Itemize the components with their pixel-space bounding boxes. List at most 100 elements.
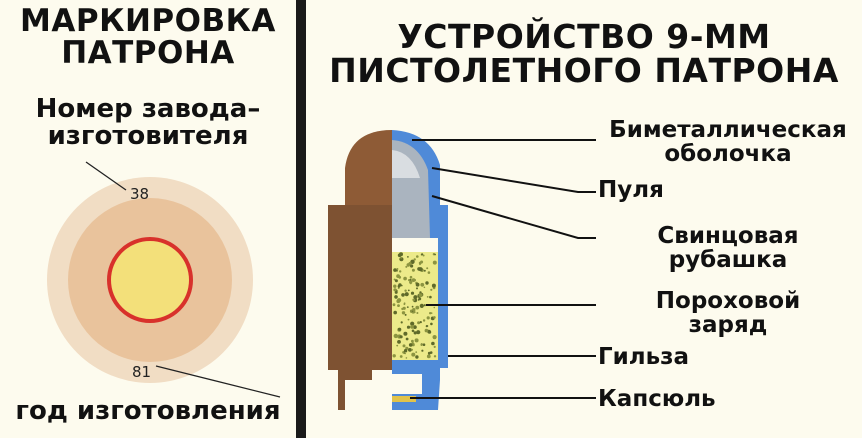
powder-grain [422,343,426,347]
powder-grain [410,291,415,295]
part-label-line: Свинцовая [657,223,799,249]
maker-number-label: Номер завода– изготовителя [0,94,296,152]
panel-divider [296,0,306,438]
powder-grain [402,351,405,354]
maker-label-line: изготовителя [47,121,249,152]
powder-grain [426,354,431,359]
powder-grain [397,253,402,258]
powder-grain [396,268,399,270]
cartridge-cross-section [328,130,448,410]
powder-grain [403,276,407,281]
powder-grain [419,291,422,294]
powder-grain [415,351,418,353]
primer-center [107,237,193,323]
structure-title: УСТРОЙСТВО 9-ММ ПИСТОЛЕТНОГО ПАТРОНА [306,20,862,87]
powder-grain [418,297,422,301]
year-leader-line [155,365,281,398]
powder-grain [419,303,424,308]
case-exterior [328,205,392,410]
powder-grain [396,269,398,272]
powder-grain [409,280,413,284]
powder-grain [410,325,414,329]
powder-grain [408,343,413,347]
powder-grain [413,325,417,329]
powder-grain [393,310,398,315]
primer-pocket [392,374,422,394]
powder-grain [405,337,409,341]
marking-title: МАРКИРОВКА ПАТРОНА [0,3,296,69]
part-label-line: рубашка [668,247,788,274]
powder-grain [419,321,422,324]
powder-grain [412,308,416,312]
powder-grain [429,312,432,315]
powder-grain [430,288,433,291]
powder-grain [397,304,400,307]
powder-grain [424,328,429,333]
powder-grain [425,281,429,285]
powder-grain [399,335,403,339]
powder-grain [403,303,406,306]
powder-grain [411,329,415,333]
powder-grain [397,340,401,344]
powder-grain [392,303,396,307]
powder-grain [396,344,399,347]
year-number: 81 [132,363,151,381]
part-label-powder: Пороховой заряд [600,289,856,337]
part-label-line: Гильза [598,344,690,370]
powder-grain [417,321,421,325]
powder-grain [394,279,398,283]
powder-grain [405,357,408,359]
powder-grain [416,287,418,290]
powder-grain [400,321,403,324]
powder-grain [413,258,416,261]
powder-grain [426,267,429,270]
powder-grain [407,318,410,321]
maker-label-line: Номер завода– [35,94,261,124]
powder-grain [414,338,419,343]
powder-grain [402,306,406,310]
powder-grain [421,253,424,256]
year-label: год изготовления [15,396,281,426]
powder-grain [423,269,426,272]
powder-grain [415,282,420,287]
powder-grain [430,322,433,326]
powder-grain [407,256,409,258]
powder-grain [392,354,396,358]
powder-grain [415,305,420,310]
powder-grain [416,312,419,314]
powder-grain [411,348,413,351]
powder-grain [416,255,419,258]
lead-leader [431,195,596,239]
powder-grain [404,289,407,292]
part-label-line: Капсюль [598,386,716,412]
powder-grain [427,271,431,274]
powder-grain [432,260,437,265]
powder-grains [392,252,437,359]
powder-grain [421,349,424,352]
powder-grain [403,349,408,353]
powder-grain [434,253,436,256]
part-label-bullet: Пуля [598,178,664,202]
powder-grain [413,331,417,335]
powder-grain [400,257,402,259]
powder-grain [407,289,410,292]
powder-grain [404,292,409,297]
powder-grain [404,313,407,316]
bullet-exterior [345,130,392,205]
powder-grain [433,345,436,348]
powder-grain [408,348,412,352]
powder-grain [418,293,423,298]
part-label-line: Пороховой [655,288,801,314]
powder-grain [411,278,416,282]
powder-grain [410,321,415,326]
powder-grain [432,335,437,340]
marking-title-line: МАРКИРОВКА [20,3,276,39]
powder-grain [394,295,398,299]
powder-grain [426,325,429,327]
powder-grain [423,304,426,307]
powder-grain [416,330,421,335]
powder-grain [413,295,418,299]
powder-grain [406,306,409,308]
